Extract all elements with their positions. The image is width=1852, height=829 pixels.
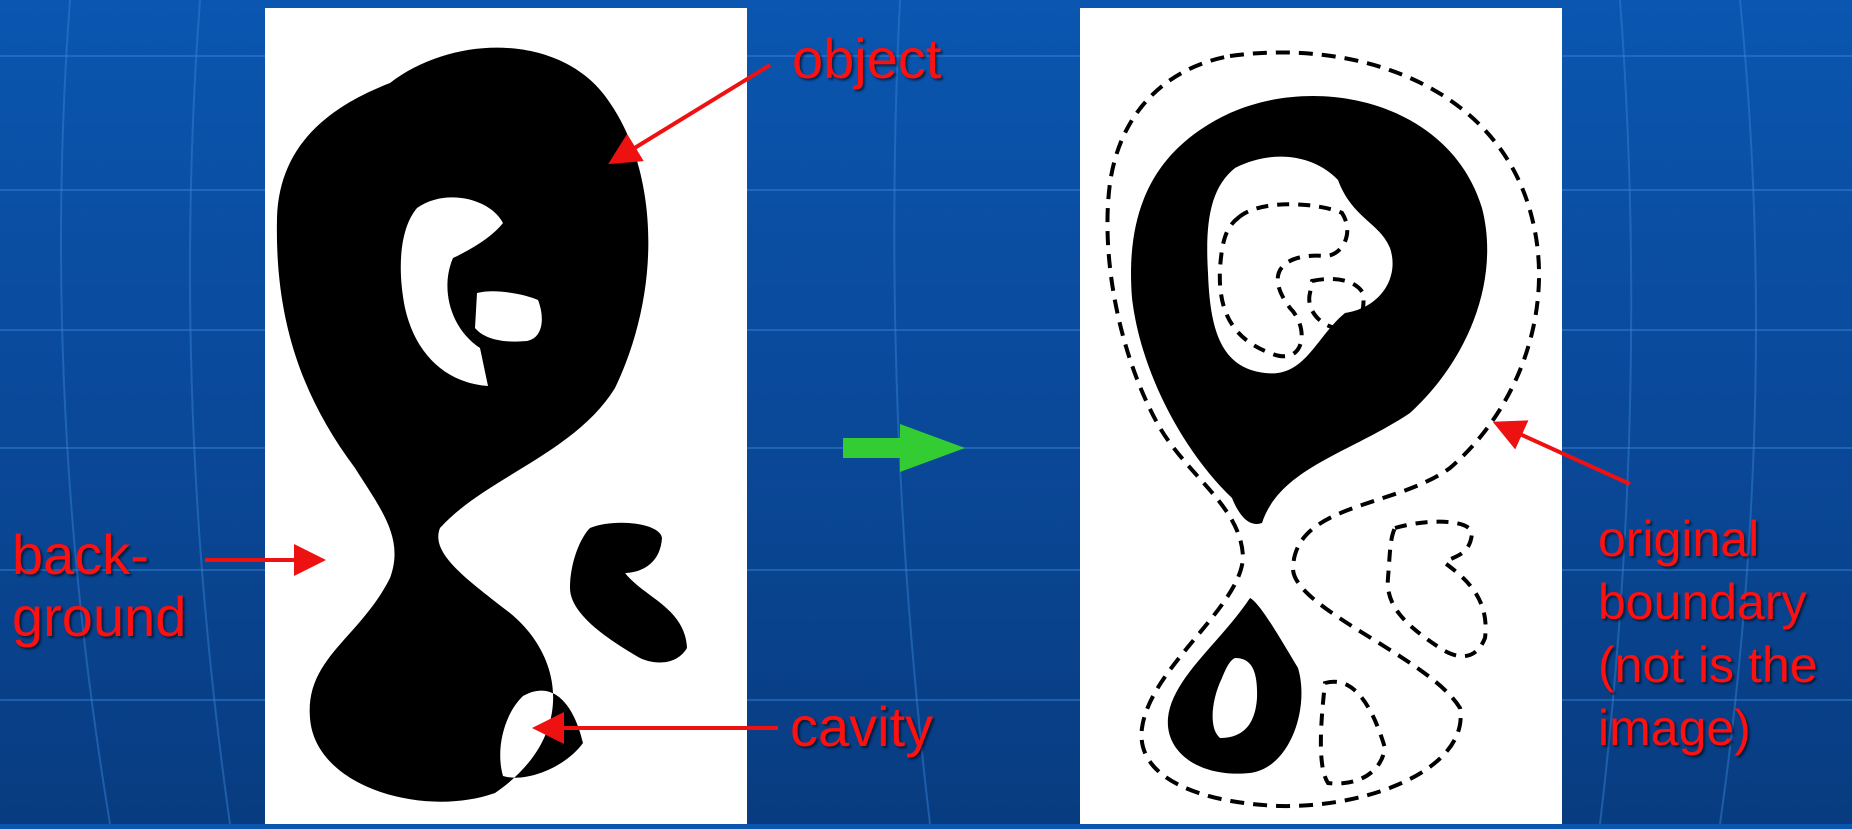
object-lower (1168, 598, 1302, 774)
object-fragment (570, 523, 687, 663)
label-cavity: cavity (790, 696, 933, 758)
boundary-image-figure (1080, 8, 1562, 824)
boundary-image-panel (1080, 8, 1562, 824)
object-shape (277, 48, 648, 802)
label-original-boundary: original boundary (not is the image) (1598, 508, 1818, 760)
original-boundary-fragment (1388, 522, 1486, 657)
label-background: back- ground (12, 524, 186, 648)
label-object: object (792, 28, 941, 90)
original-boundary-lower-cavity (1321, 682, 1385, 784)
label-original-boundary-line4: image) (1598, 697, 1818, 760)
label-original-boundary-line2: boundary (1598, 571, 1818, 634)
label-original-boundary-line3: (not is the (1598, 634, 1818, 697)
binary-image-panel (265, 8, 747, 824)
original-boundary-cavity (1309, 279, 1363, 328)
label-original-boundary-line1: original (1598, 508, 1818, 571)
object-region (1131, 96, 1487, 524)
binary-image-figure (265, 8, 747, 824)
label-background-line2: ground (12, 586, 186, 648)
label-background-line1: back- (12, 524, 186, 586)
